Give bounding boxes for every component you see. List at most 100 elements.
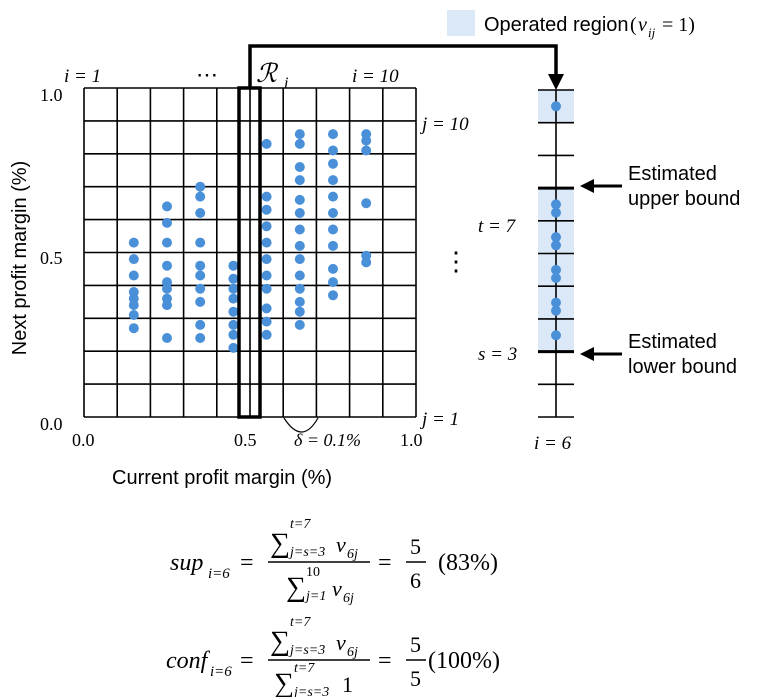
data-point: [294, 129, 305, 140]
data-point: [195, 237, 206, 248]
data-point: [294, 208, 305, 218]
strip-point: [551, 207, 561, 218]
strip-point: [551, 264, 561, 275]
y-tick-mid: 0.5: [40, 248, 63, 268]
data-point: [261, 316, 272, 327]
data-point: [361, 198, 372, 209]
data-point: [228, 283, 239, 294]
conf-pct: (100%): [428, 648, 500, 674]
data-point: [228, 319, 239, 330]
x-tick-mid: 0.5: [234, 430, 257, 450]
scatter-points: [128, 129, 372, 353]
data-point: [261, 191, 272, 202]
data-point: [128, 254, 139, 265]
region-arrow-head: [548, 74, 564, 90]
x-tick-right: 1.0: [400, 430, 423, 450]
data-point: [328, 290, 338, 301]
sup-frac-den: 6: [410, 568, 421, 593]
data-point: [162, 237, 172, 248]
data-point: [162, 260, 172, 271]
sup-pct: (83%): [438, 550, 498, 576]
confidence-formula: conf i=6 = ∑ t=7 j=s=3 v 6j ∑ t=7 j=s=3 …: [166, 615, 500, 697]
label-i10: i = 10: [352, 66, 399, 87]
strip-point: [551, 232, 561, 243]
data-point: [261, 138, 272, 149]
strip-point: [551, 330, 561, 341]
sup-den-sup: 10: [306, 565, 320, 580]
conf-num-sub: j=s=3: [288, 643, 325, 658]
data-point: [228, 329, 239, 340]
conf-eq2: =: [378, 648, 392, 674]
legend-formula-sub: ij: [648, 25, 656, 40]
data-point: [195, 191, 206, 202]
data-point: [195, 270, 206, 281]
sup-frac-num: 5: [410, 534, 421, 559]
data-point: [328, 191, 338, 202]
legend-swatch: [447, 10, 475, 36]
label-j10: j = 10: [419, 114, 469, 135]
data-point: [294, 296, 305, 307]
strip-point: [551, 101, 561, 112]
data-point: [228, 342, 239, 353]
data-point: [328, 263, 338, 274]
label-delta: δ = 0.1%: [294, 430, 361, 450]
label-s3: s = 3: [478, 344, 517, 365]
sup-num-term-sub: 6j: [347, 547, 358, 562]
data-point: [195, 296, 206, 307]
data-point: [195, 319, 206, 330]
data-point: [361, 145, 372, 156]
data-point: [294, 283, 305, 294]
data-point: [261, 329, 272, 340]
data-point: [162, 217, 172, 228]
region-arrow: [248, 44, 558, 88]
sup-den-sub: j=1: [304, 589, 326, 604]
legend-formula-var: v: [638, 14, 647, 36]
data-point: [328, 208, 338, 218]
data-point: [294, 270, 305, 281]
y-tick-top: 1.0: [40, 85, 63, 105]
data-point: [294, 254, 305, 265]
upper-arrow-head: [580, 179, 594, 193]
data-point: [328, 129, 338, 140]
conf-den-term: 1: [342, 672, 353, 697]
conf-num-term-sub: 6j: [347, 645, 358, 660]
data-point: [195, 208, 206, 218]
label-region: ℛ: [256, 59, 279, 88]
x-tick-left: 0.0: [72, 430, 95, 450]
data-point: [261, 283, 272, 294]
sup-num-sum: ∑: [270, 528, 290, 559]
data-point: [195, 181, 206, 192]
data-point: [294, 319, 305, 330]
strip-point: [551, 297, 561, 308]
conf-lhs-sub: i=6: [210, 664, 232, 680]
strip-point: [551, 199, 561, 210]
upper-annotation-line1: Estimated: [628, 163, 717, 185]
sup-num-sub: j=s=3: [288, 545, 325, 560]
plot-grid: [83, 87, 417, 418]
lower-annotation-line1: Estimated: [628, 331, 717, 353]
legend-formula-rest: = 1): [662, 14, 695, 36]
data-point: [294, 224, 305, 235]
data-point: [261, 237, 272, 248]
data-point: [328, 175, 338, 186]
data-point: [328, 240, 338, 251]
conf-eq: =: [240, 648, 254, 674]
data-point: [128, 310, 139, 320]
data-point: [261, 270, 272, 281]
data-point: [162, 333, 172, 343]
data-point: [294, 194, 305, 205]
conf-lhs: conf: [166, 648, 211, 674]
data-point: [228, 273, 239, 284]
lower-arrow-head: [580, 347, 594, 361]
label-i1: i = 1: [64, 66, 101, 87]
lower-annotation-line2: lower bound: [628, 356, 737, 378]
data-point: [328, 277, 338, 288]
label-vdots: ⋮: [443, 247, 469, 276]
data-point: [128, 237, 139, 248]
sup-eq2: =: [378, 550, 392, 576]
data-point: [195, 260, 206, 271]
y-tick-bottom: 0.0: [40, 414, 63, 434]
data-point: [228, 260, 239, 271]
conf-den-sum: ∑: [274, 668, 294, 697]
data-point: [128, 270, 139, 281]
